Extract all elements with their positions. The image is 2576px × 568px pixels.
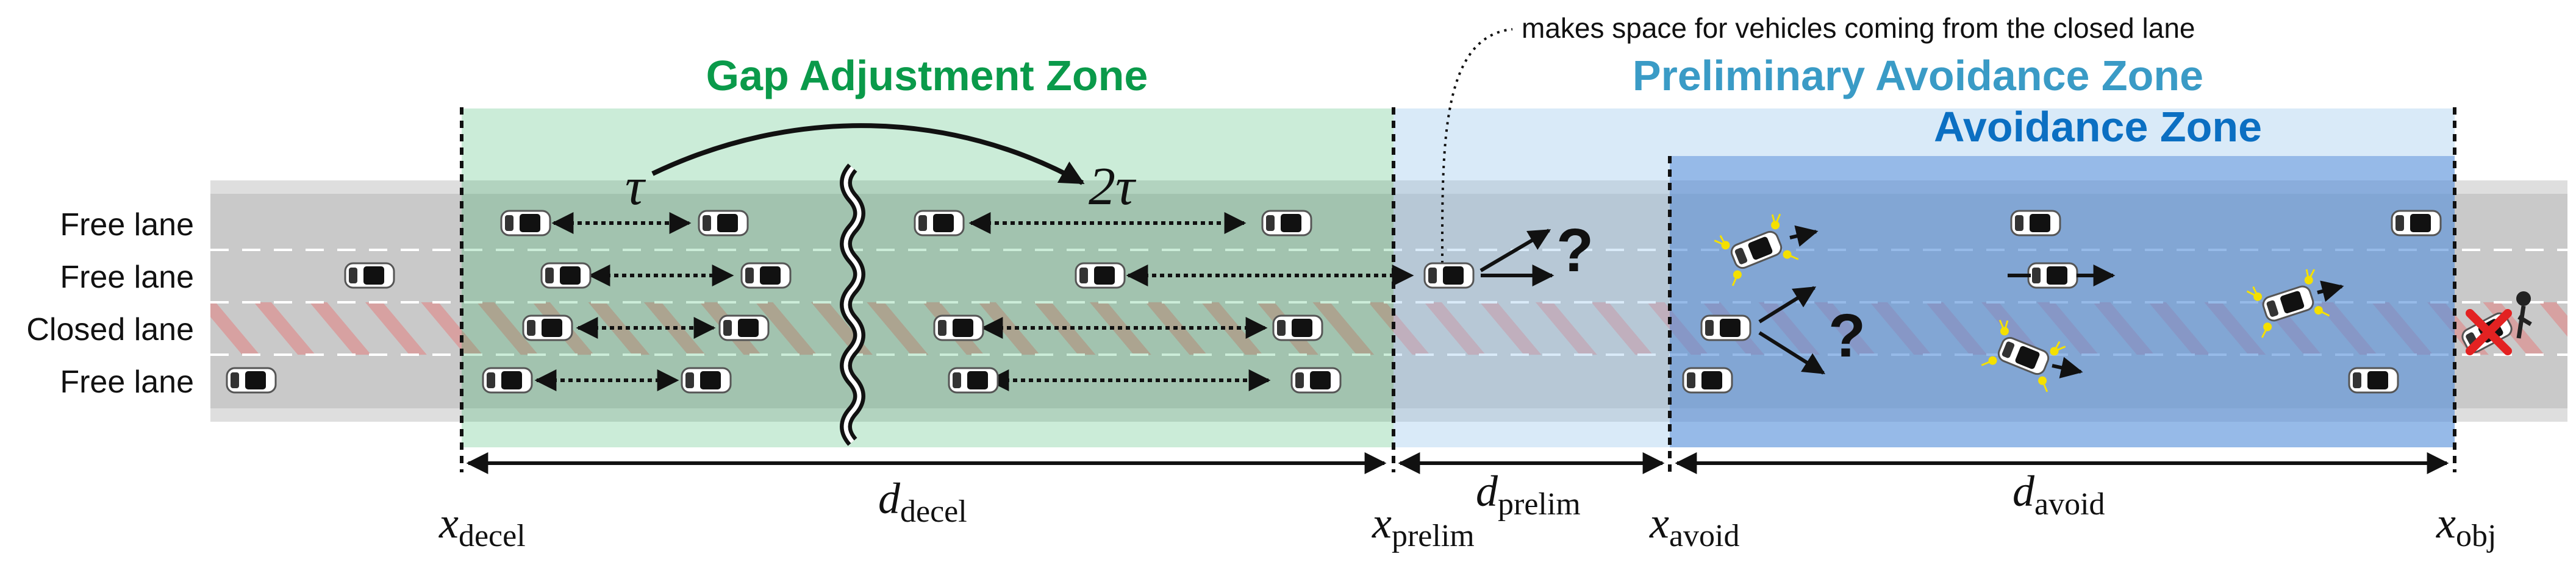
vehicle <box>718 314 770 341</box>
vehicle <box>1272 314 1323 341</box>
position-label-avoid: xavoid <box>1649 499 1740 553</box>
position-label-decel: xdecel <box>438 499 526 553</box>
callout-text: makes space for vehicles coming from the… <box>1522 12 2195 44</box>
gap-adjustment-zone-title: Gap Adjustment Zone <box>706 52 1148 99</box>
avoidance-zone-title: Avoidance Zone <box>1934 103 2262 151</box>
gap-adjustment-zone <box>462 108 1394 447</box>
avoidance-zone <box>1670 156 2455 447</box>
vehicle <box>482 367 533 394</box>
distance-label-prelim: dprelim <box>1476 467 1581 522</box>
intent-arrows <box>1479 225 2344 378</box>
uncertain-intent-mark: ? <box>1556 216 1594 285</box>
preliminary-avoidance-zone-title: Preliminary Avoidance Zone <box>1633 52 2203 99</box>
obstacle-cross-icon <box>2466 309 2512 355</box>
obstacle <box>2458 291 2532 356</box>
tau-label: τ <box>625 157 646 216</box>
two-tau-label: 2τ <box>1089 157 1137 216</box>
vehicle <box>2391 210 2442 236</box>
vehicle <box>1423 262 1475 289</box>
preliminary-avoidance-zone <box>1394 108 2455 447</box>
vehicle <box>698 210 749 236</box>
vehicle <box>1075 262 1126 289</box>
distance-label-decel: ddecel <box>878 474 967 529</box>
vehicle <box>500 210 551 236</box>
tau-to-2tau-arrow <box>651 123 1085 185</box>
lane-label-1: Free lane <box>60 207 194 243</box>
lane-label-3: Closed lane <box>26 312 194 347</box>
position-label-prelim: xprelim <box>1372 499 1475 553</box>
position-label-obj: xobj <box>2436 499 2496 553</box>
uncertain-intent-mark: ? <box>1828 302 1866 370</box>
vehicle <box>522 314 573 341</box>
lane-label-2: Free lane <box>60 260 194 295</box>
vehicle <box>1682 367 1733 394</box>
vehicle <box>740 262 792 289</box>
vehicle <box>1261 210 1312 236</box>
vehicle <box>948 367 999 394</box>
vehicle <box>2027 262 2078 289</box>
vehicle <box>933 314 984 341</box>
vehicle <box>1290 367 1342 394</box>
vehicle <box>914 210 965 236</box>
vehicle <box>2010 210 2061 236</box>
callout-leader <box>1440 28 1513 271</box>
distance-label-avoid: davoid <box>2012 467 2105 522</box>
vehicle <box>540 262 592 289</box>
break-symbol <box>840 163 865 446</box>
vehicle <box>226 367 277 394</box>
lane-label-4: Free lane <box>60 364 194 400</box>
vehicle <box>1700 314 1751 341</box>
vehicle <box>2348 367 2399 394</box>
vehicle <box>344 262 395 289</box>
vehicle <box>681 367 732 394</box>
